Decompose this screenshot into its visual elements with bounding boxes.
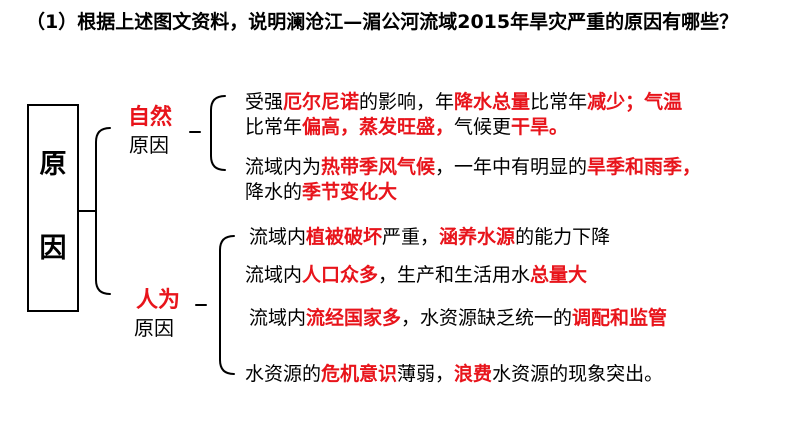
root-box: 原 因	[27, 104, 79, 312]
human-title: 人为	[136, 288, 181, 313]
human-item-3: 流域内流经国家多，水资源缺乏统一的调配和监管	[249, 307, 668, 329]
human-bracket	[195, 235, 235, 375]
natural-item-1-line-1: 受强厄尔尼诺的影响，年降水总量比常年减少；气温	[245, 91, 683, 113]
natural-subtitle: 原因	[129, 133, 169, 157]
natural-item-1-line-2: 比常年偏高，蒸发旺盛，气候更干旱。	[245, 116, 569, 138]
human-subtitle: 原因	[134, 316, 174, 340]
natural-bracket	[189, 95, 226, 171]
natural-item-2-line-1: 流域内为热带季风气候，一年中有明显的旱季和雨季，	[245, 156, 702, 178]
root-bracket	[95, 127, 111, 295]
root-char-2: 因	[39, 233, 67, 264]
question-text: （1）根据上述图文资料，说明澜沧江—湄公河流域2015年旱灾严重的原因有哪些？	[26, 11, 739, 33]
root-char-1: 原	[39, 149, 67, 180]
human-item-2: 流域内人口众多，生产和生活用水总量大	[245, 264, 588, 286]
natural-item-2-line-2: 降水的季节变化大	[245, 181, 398, 203]
human-item-4: 水资源的危机意识薄弱，浪费水资源的现象突出。	[245, 363, 664, 385]
natural-title: 自然	[128, 105, 173, 130]
human-item-1: 流域内植被破坏严重，涵养水源的能力下降	[249, 226, 611, 248]
